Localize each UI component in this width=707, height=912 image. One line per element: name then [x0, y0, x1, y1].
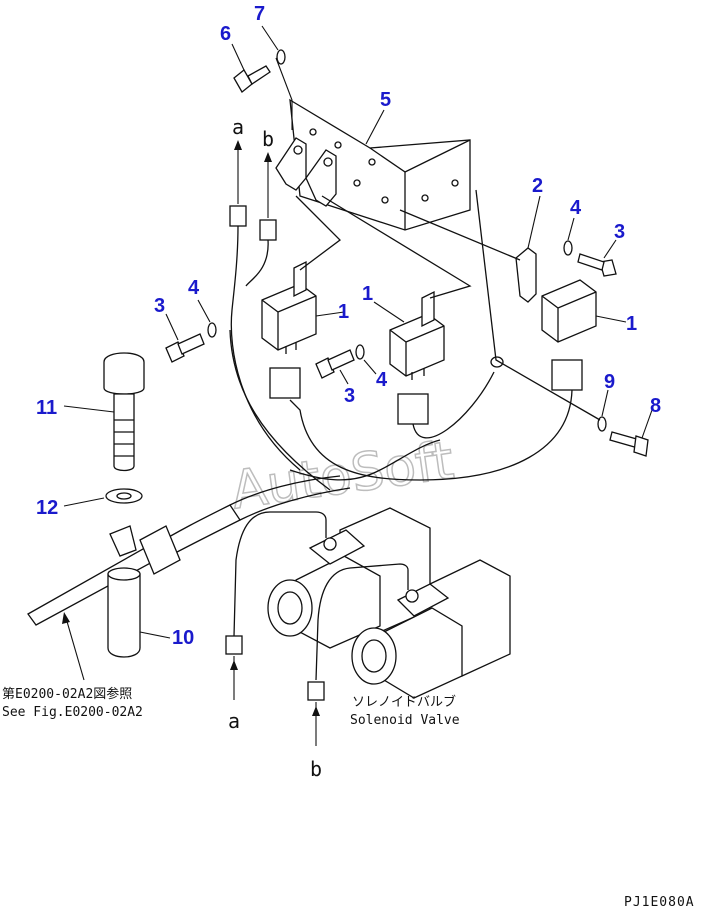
- reference-note-en: See Fig.E0200-02A2: [2, 705, 143, 720]
- bolt-6: [233, 57, 293, 130]
- washer-12: [105, 488, 143, 504]
- callout-11: 11: [36, 397, 57, 419]
- reference-note-jp: 第E0200-02A2図参照: [2, 686, 132, 702]
- callout-3-middle: 3: [344, 385, 355, 407]
- label-b-top: b: [262, 127, 274, 151]
- watermark: AutoSoft: [228, 431, 458, 521]
- valve-wires: [233, 511, 409, 681]
- solenoid-valve-front: [267, 507, 431, 649]
- bolt-8: [609, 431, 649, 457]
- callout-4-left: 4: [188, 277, 200, 299]
- connector-bottom-b: [307, 681, 325, 701]
- valve-label-en: Solenoid Valve: [350, 713, 460, 728]
- connector-block-1: [269, 367, 301, 399]
- bolt-11: [103, 352, 145, 472]
- label-a-top: a: [232, 115, 244, 139]
- connector-arrows: [62, 140, 320, 746]
- bracket-2: [515, 247, 537, 303]
- washer-4-right: [563, 240, 573, 256]
- bracket: [275, 98, 471, 231]
- callout-8: 8: [650, 395, 661, 417]
- connector-bottom-a: [225, 635, 243, 655]
- connector-block-3: [551, 359, 583, 391]
- callout-3-left: 3: [154, 295, 165, 317]
- leader-lines: [63, 25, 653, 639]
- callout-1-left: 1: [338, 301, 349, 323]
- callout-6: 6: [220, 23, 231, 45]
- washer-9: [597, 416, 607, 432]
- solenoid-valve-rear: [351, 559, 511, 699]
- washer-4-left: [207, 322, 217, 338]
- callout-4-middle: 4: [376, 369, 388, 391]
- drawing-code: PJ1E080A: [624, 895, 695, 910]
- callout-4-right: 4: [570, 197, 582, 219]
- bolt-3-left: [165, 333, 205, 363]
- callout-3-right: 3: [614, 221, 625, 243]
- washer-12-hole: [116, 492, 132, 500]
- wire-harness: [229, 189, 601, 491]
- bolt-3-right: [577, 253, 617, 277]
- callout-5: 5: [380, 89, 391, 111]
- bolt-3-middle: [315, 349, 355, 379]
- callout-7: 7: [254, 3, 265, 25]
- label-b-bottom: b: [310, 757, 322, 781]
- valve-label-jp: ソレノイドバルブ: [352, 694, 456, 710]
- callout-2: 2: [532, 175, 543, 197]
- spacer-10: [107, 567, 141, 658]
- relay-left: [261, 260, 317, 354]
- callout-1-middle: 1: [362, 283, 373, 305]
- label-a-bottom: a: [228, 709, 240, 733]
- callout-9: 9: [604, 371, 615, 393]
- washer-7: [276, 49, 286, 65]
- connector-top-a: [229, 205, 247, 227]
- relay-right: [541, 279, 597, 343]
- main-harness: [27, 475, 351, 626]
- callout-10: 10: [172, 627, 194, 649]
- callout-12: 12: [36, 497, 58, 519]
- grommet: [490, 356, 504, 368]
- connector-top-b: [259, 219, 277, 241]
- callout-1-right: 1: [626, 313, 637, 335]
- connector-block-2: [397, 393, 429, 425]
- relay-middle: [389, 290, 445, 380]
- washer-4-middle: [355, 344, 365, 360]
